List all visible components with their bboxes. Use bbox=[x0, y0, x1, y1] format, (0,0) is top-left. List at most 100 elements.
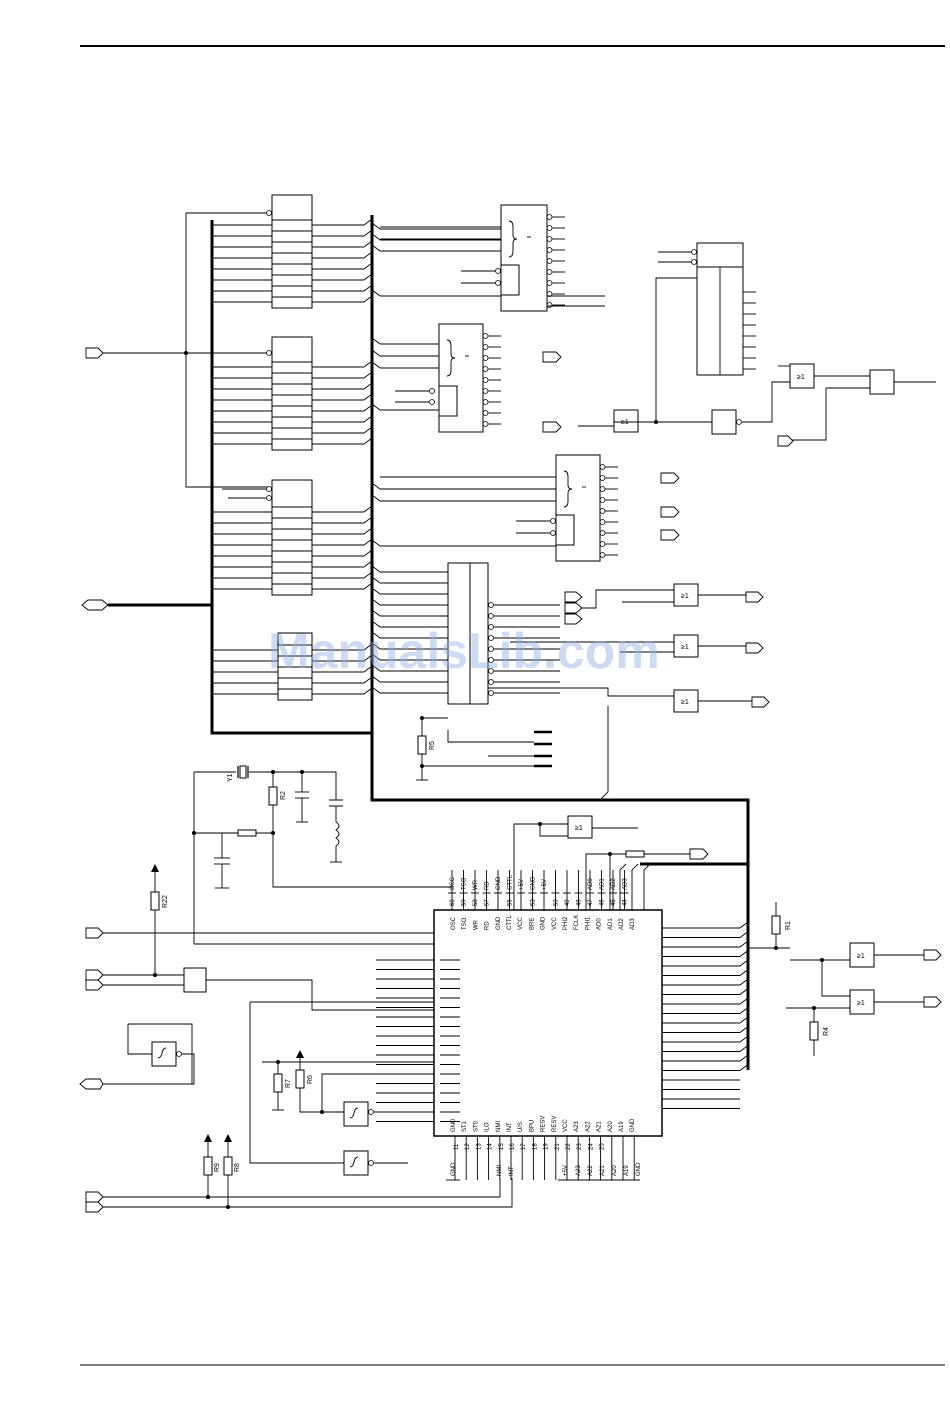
top-pin-name: GND bbox=[496, 876, 502, 890]
or-gate-label: ≥1 bbox=[621, 419, 629, 426]
bottom-pin-number: 19 bbox=[544, 1143, 550, 1150]
buffer-bus-tap bbox=[371, 642, 381, 650]
latch-header bbox=[271, 194, 313, 221]
enable-bubble bbox=[495, 268, 501, 274]
decoder-output-bubble bbox=[482, 344, 489, 350]
bottom-outer-label: GND bbox=[451, 1162, 457, 1176]
bottom-outer-label: INT bbox=[509, 1166, 515, 1176]
decoder-output-bubble bbox=[482, 421, 489, 427]
latch-stack bbox=[212, 479, 373, 596]
top-pin-number: 53 bbox=[531, 899, 537, 906]
bottom-pin-number: 12 bbox=[465, 1143, 471, 1150]
top-pin-name: AD0 bbox=[588, 878, 594, 890]
top-inner-label: TSO bbox=[462, 917, 468, 930]
decoder-output-bubble bbox=[599, 530, 606, 536]
latch-bubble bbox=[266, 495, 272, 501]
latch-tap bbox=[363, 665, 373, 673]
bottom-pin-name: BPU bbox=[529, 1120, 535, 1132]
r8-label: R8 bbox=[234, 1163, 241, 1172]
bottom-pin-number: 22 bbox=[566, 1143, 572, 1150]
latch-cell bbox=[271, 394, 313, 407]
top-pin-number: 57 bbox=[485, 899, 491, 906]
or-gate: ≥1 bbox=[789, 363, 815, 389]
decoder-output-bubble bbox=[599, 552, 606, 558]
bottom-pin-number: 16 bbox=[510, 1143, 516, 1150]
r7-label: R7 bbox=[285, 1079, 292, 1088]
top-pin-number: 50 bbox=[554, 899, 560, 906]
bottom-pin-number: 17 bbox=[521, 1143, 527, 1150]
latch-tap bbox=[363, 549, 373, 557]
bottom-pin-number: 24 bbox=[588, 1143, 594, 1150]
decoder-port bbox=[660, 472, 680, 484]
buffer-bubble bbox=[488, 635, 494, 641]
decoder-output-bubble bbox=[482, 377, 489, 383]
bottom-pin-number: 21 bbox=[555, 1143, 561, 1150]
buffer-bubble bbox=[488, 624, 494, 630]
latch-stack bbox=[212, 194, 373, 309]
bus-tap bbox=[371, 244, 381, 252]
or-gate: ≥1 bbox=[673, 634, 746, 658]
bus-tap bbox=[371, 233, 381, 241]
decoder-output-bubble bbox=[599, 497, 606, 503]
top-inner-label: VCC bbox=[552, 917, 558, 930]
latch-tap bbox=[363, 571, 373, 579]
bottom-pin-name: VCC bbox=[563, 1119, 569, 1132]
top-inner-label: GND bbox=[496, 916, 502, 930]
latch-tap bbox=[363, 516, 373, 524]
decoder-output-bubble bbox=[482, 366, 489, 372]
buffer-bus-tap bbox=[371, 675, 381, 683]
latch-cell bbox=[271, 517, 313, 530]
bottom-pin-number: 14 bbox=[488, 1143, 494, 1150]
top-pin-number: 45 bbox=[611, 899, 617, 906]
latch-cell bbox=[271, 405, 313, 418]
latch-tap bbox=[363, 538, 373, 546]
bottom-pin-name: A21 bbox=[597, 1121, 603, 1132]
right-pin-tap bbox=[739, 1016, 749, 1024]
r9-label: R9 bbox=[214, 1163, 221, 1172]
latch-tap bbox=[363, 687, 373, 695]
gate-port bbox=[751, 696, 770, 708]
decoder-port bbox=[660, 529, 680, 541]
latch-cell bbox=[271, 583, 313, 596]
bottom-pin-name: ST0 bbox=[473, 1120, 479, 1132]
latch-header bbox=[271, 479, 313, 508]
latch-tap bbox=[363, 676, 373, 684]
or-gate-label: ≥1 bbox=[797, 374, 805, 381]
decoder-output-bubble bbox=[546, 258, 553, 264]
decoder-output-bubble bbox=[482, 399, 489, 405]
latch-group bbox=[212, 194, 373, 701]
latch-cell bbox=[271, 285, 313, 298]
or-gate-body bbox=[567, 815, 593, 839]
or-gate: ≥1 bbox=[613, 409, 639, 433]
bottom-pin-number: 25 bbox=[600, 1143, 606, 1150]
bus-tap bbox=[371, 361, 381, 369]
top-pin-name: AD2 bbox=[611, 878, 617, 890]
bottom-pin-number: 15 bbox=[499, 1143, 505, 1150]
top-pin-name: RD bbox=[485, 881, 491, 890]
latch-tap bbox=[363, 240, 373, 248]
buffer-block bbox=[447, 562, 489, 705]
top-inner-label: BRE bbox=[529, 918, 535, 930]
latch-tap bbox=[363, 643, 373, 651]
latch-cell bbox=[271, 506, 313, 519]
or-gate-body bbox=[849, 989, 875, 1015]
right-pin-tap bbox=[739, 1054, 749, 1062]
buffer-bubble bbox=[488, 679, 494, 685]
latch-tap bbox=[363, 360, 373, 368]
latch-tap bbox=[363, 382, 373, 390]
right-pin-tap bbox=[739, 940, 749, 948]
decoder-body bbox=[500, 204, 548, 312]
bottom-outer-label: A19 bbox=[624, 1165, 630, 1176]
bottom-pin-name: A19 bbox=[619, 1121, 625, 1132]
top-pin-number: 60 bbox=[450, 899, 456, 906]
buffer-bubble bbox=[488, 657, 494, 663]
latch-tap bbox=[363, 251, 373, 259]
top-pin-number: 55 bbox=[508, 899, 514, 906]
latch-tap bbox=[363, 229, 373, 237]
top-pin-number: 44 bbox=[623, 899, 629, 906]
top-pin-name: TSO bbox=[462, 877, 468, 890]
latch-cell bbox=[271, 427, 313, 440]
buffer-bus-tap bbox=[371, 609, 381, 617]
or-gate: ≥1 bbox=[849, 942, 875, 968]
